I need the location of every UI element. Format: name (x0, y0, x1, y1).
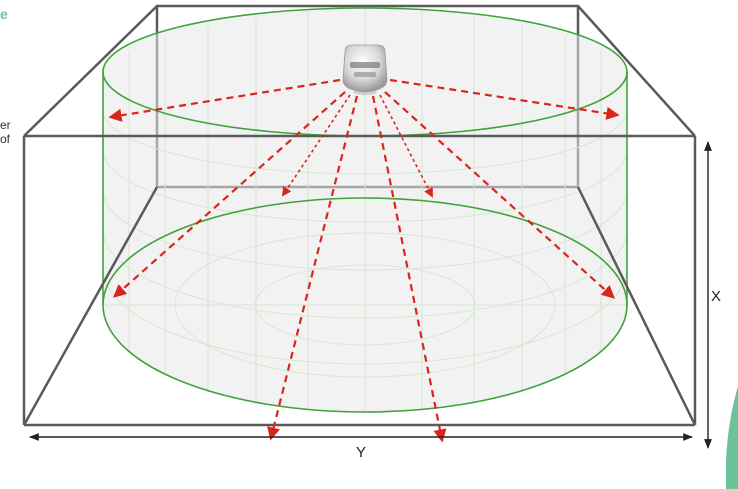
arrow-right-inner (379, 94, 433, 198)
arrow-left-wall (113, 91, 346, 298)
top-left-fragment: e (0, 6, 8, 22)
arrow-left-inner (281, 94, 351, 197)
arrow-left-floor (267, 95, 359, 441)
ceiling-sensor-icon (342, 44, 388, 95)
dimension-x-label: X (711, 288, 722, 305)
dimension-y-label: Y (356, 444, 367, 461)
cylinder-bottom-ellipse (102, 197, 628, 413)
green-accent-shape (726, 386, 738, 489)
arrow-right-wall (384, 91, 615, 299)
side-note-fragment-1: er (0, 118, 11, 132)
coverage-arrows (108, 78, 620, 443)
coverage-cylinder (102, 7, 628, 413)
room-outline (22, 5, 697, 427)
arrow-right-floor (371, 95, 447, 443)
side-note-fragment-2: of (0, 132, 11, 146)
arrow-left-top (108, 78, 341, 122)
arrow-right-top (389, 78, 620, 120)
